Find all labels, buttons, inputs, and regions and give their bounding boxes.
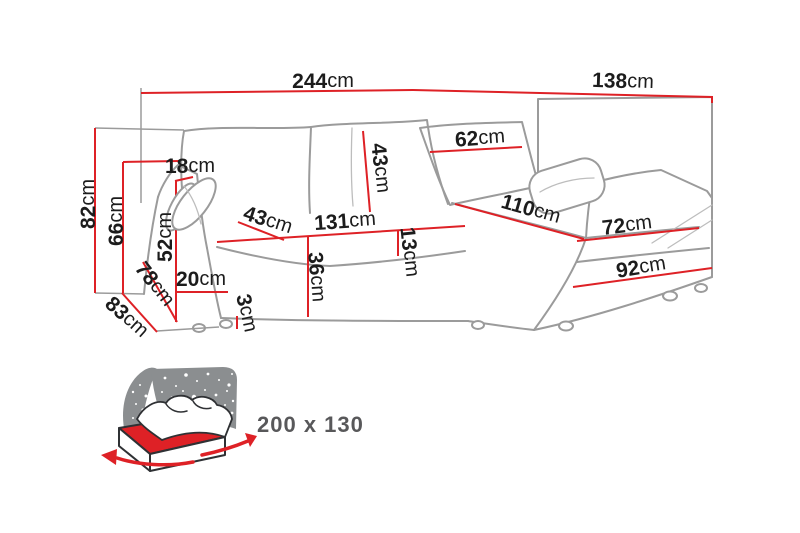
dimension-labels: 244cm 138cm 82cm 66cm 18cm 43cm 62cm 43c… xyxy=(77,68,668,341)
bed-blanket xyxy=(136,394,233,441)
dim-label-36cm: 36cm xyxy=(304,251,330,303)
dim-label-13cm: 13cm xyxy=(396,226,424,278)
bed-size-label: 200 x 130 xyxy=(257,412,364,437)
star-dot xyxy=(206,372,210,376)
star-dot xyxy=(135,403,137,405)
dim-label-3cm: 3cm xyxy=(232,292,262,334)
sofa-legs xyxy=(192,283,708,333)
bed-length-arrowhead xyxy=(245,433,257,447)
dim-label-138cm: 138cm xyxy=(592,68,654,93)
cushion-crease xyxy=(350,127,354,207)
dim-label-66cm: 66cm xyxy=(105,196,128,246)
star-dot xyxy=(218,379,220,381)
chaise-pillow xyxy=(528,157,606,215)
star-dot xyxy=(230,411,234,415)
sofa-leg xyxy=(471,320,485,330)
dim-label-62cm: 62cm xyxy=(454,125,506,151)
back-cushion-left xyxy=(180,126,312,217)
dim-label-92cm: 92cm xyxy=(614,252,667,283)
seat-front-left-edge xyxy=(206,247,222,319)
star-dot xyxy=(175,385,177,387)
dim-label-244cm: 244cm xyxy=(292,70,354,93)
star-dot xyxy=(163,376,167,380)
seat-front-top-edge xyxy=(216,246,466,267)
sofa-leg xyxy=(662,290,678,302)
star-dot xyxy=(231,399,235,403)
chaise-seat-front-edge xyxy=(585,226,700,239)
dim-label-82cm: 82cm xyxy=(77,179,100,229)
bed-width-arrowhead xyxy=(101,449,117,465)
dim-line-83 xyxy=(121,292,158,333)
bed-blanket-crease xyxy=(165,403,188,413)
bed-width-arrow xyxy=(115,456,195,467)
bed-backdrop-left-panel xyxy=(123,367,157,440)
sofa-leg xyxy=(219,319,233,329)
helper-bottom-tick xyxy=(94,292,145,295)
dim-line-72 xyxy=(576,227,700,242)
chaise-mid-edge xyxy=(576,247,710,263)
chaise-armrest-crease-2 xyxy=(667,219,713,249)
dim-label-78cm: 78cm xyxy=(131,257,180,311)
dim-line-244 xyxy=(140,89,414,94)
dim-line-138 xyxy=(412,89,713,103)
star-dot xyxy=(144,394,148,398)
dimension-lines xyxy=(94,89,713,333)
armrest-pillows xyxy=(164,177,217,232)
dim-line-18 xyxy=(174,176,194,182)
star-dot xyxy=(132,417,134,419)
dim-label-131cm: 131cm xyxy=(313,207,376,234)
helper-82-top-tick xyxy=(94,127,185,131)
star-dot xyxy=(226,390,228,392)
star-dot xyxy=(139,384,141,386)
dimension-helper-lines xyxy=(94,88,220,332)
dim-line-62 xyxy=(429,146,523,153)
bed-blanket-crease xyxy=(192,400,212,410)
dim-line-66-top-tick xyxy=(122,160,180,163)
star-dot xyxy=(161,391,163,393)
sofa-bed-icon: 200 x 130 xyxy=(101,367,364,472)
dim-line-43-pillow xyxy=(362,130,371,213)
back-cushion-mid xyxy=(310,119,449,205)
seat-front-bottom-edge xyxy=(220,317,469,322)
chaise-corner-edge xyxy=(533,237,587,331)
dim-label-43cm-pillow: 43cm xyxy=(367,142,395,194)
dim-line-131 xyxy=(216,225,466,243)
dim-label-18cm: 18cm xyxy=(165,155,215,178)
armrest-pillow xyxy=(171,177,217,231)
dim-line-43-seat xyxy=(237,221,285,241)
star-dot xyxy=(231,373,233,375)
left-armrest xyxy=(143,196,159,295)
sofa-leg xyxy=(694,283,708,293)
dim-label-72cm: 72cm xyxy=(601,211,653,240)
helper-83-end-tick xyxy=(156,326,220,332)
chaise-bottom-edge xyxy=(533,276,713,331)
dim-line-78 xyxy=(142,261,178,323)
star-dot xyxy=(204,389,206,391)
sofa-leg xyxy=(558,320,574,332)
star-dot xyxy=(184,373,188,377)
left-armrest-top xyxy=(157,164,208,249)
star-dot xyxy=(131,390,135,394)
sofa-back-panel xyxy=(537,96,713,201)
dim-line-110 xyxy=(454,203,585,240)
star-dot xyxy=(214,393,218,397)
chaise-pillow-crease xyxy=(539,177,595,193)
armrest-pillow-crease xyxy=(183,185,202,225)
star-dot xyxy=(182,390,184,392)
dim-label-52cm: 52cm xyxy=(154,212,177,262)
dim-label-20cm: 20cm xyxy=(176,268,226,291)
chaise-armrest-top xyxy=(591,169,713,199)
chaise-armrest-crease-1 xyxy=(651,204,713,244)
bed-length-arrow xyxy=(200,439,250,457)
dim-line-92 xyxy=(572,267,713,288)
sofa-drawing xyxy=(143,96,713,333)
star-dot xyxy=(224,404,226,406)
star-dot xyxy=(227,383,231,387)
star-dot xyxy=(196,380,198,382)
